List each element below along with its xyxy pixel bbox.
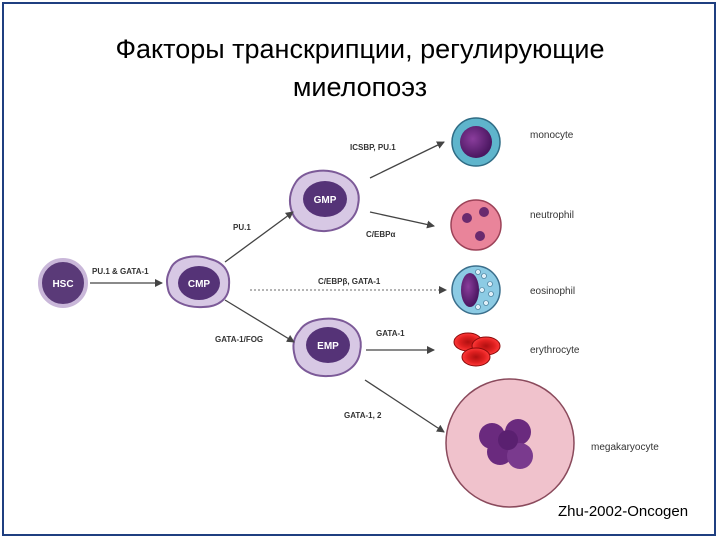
monocyte-label: monocyte — [530, 130, 574, 141]
erythrocyte-cell: erythrocyte — [454, 333, 580, 366]
hsc-node: HSC — [40, 260, 86, 306]
erythrocyte-label: erythrocyte — [530, 345, 580, 356]
arrow-gmp-neutrophil — [370, 212, 434, 226]
monocyte-cell: monocyte — [452, 118, 574, 166]
edge-label-hsc-cmp: PU.1 & GATA-1 — [92, 267, 149, 276]
eosinophil-nucleus — [461, 273, 479, 307]
neutrophil-cell: neutrophil — [451, 200, 574, 250]
edge-label-emp-megakaryocyte: GATA-1, 2 — [344, 411, 382, 420]
megakaryocyte-label: megakaryocyte — [591, 442, 659, 453]
edge-label-gmp-monocyte: ICSBP, PU.1 — [350, 143, 396, 152]
arrow-cmp-gmp — [225, 212, 293, 262]
gmp-label: GMP — [314, 195, 337, 206]
emp-label: EMP — [317, 341, 339, 352]
monocyte-nucleus — [460, 126, 492, 158]
edge-label-gmp-neutrophil: C/EBPα — [366, 230, 395, 239]
arrow-emp-megakaryocyte — [365, 380, 444, 432]
gmp-node: GMP — [290, 171, 359, 231]
edge-label-cmp-gmp: PU.1 — [233, 223, 251, 232]
eosinophil-cell: eosinophil — [452, 266, 575, 314]
neutrophil-label: neutrophil — [530, 210, 574, 221]
neutrophil-lobe-1 — [462, 213, 472, 223]
emp-node: EMP — [293, 319, 360, 376]
hsc-label: HSC — [52, 279, 73, 290]
neutrophil-lobe-2 — [479, 207, 489, 217]
neutrophil-lobe-3 — [475, 231, 485, 241]
megakaryocyte-cell: megakaryocyte — [446, 379, 659, 507]
edge-label-cmp-emp: GATA-1/FOG — [215, 335, 263, 344]
neutrophil-cytoplasm — [451, 200, 501, 250]
cmp-label: CMP — [188, 279, 211, 290]
erythrocyte-disc-3 — [462, 348, 490, 366]
edge-label-cmp-eosinophil: C/EBPβ, GATA-1 — [318, 277, 381, 286]
eosinophil-label: eosinophil — [530, 286, 575, 297]
source-credit: Zhu-2002-Oncogen — [558, 503, 688, 520]
cmp-node: CMP — [167, 257, 229, 308]
edge-label-emp-erythrocyte: GATA-1 — [376, 329, 405, 338]
